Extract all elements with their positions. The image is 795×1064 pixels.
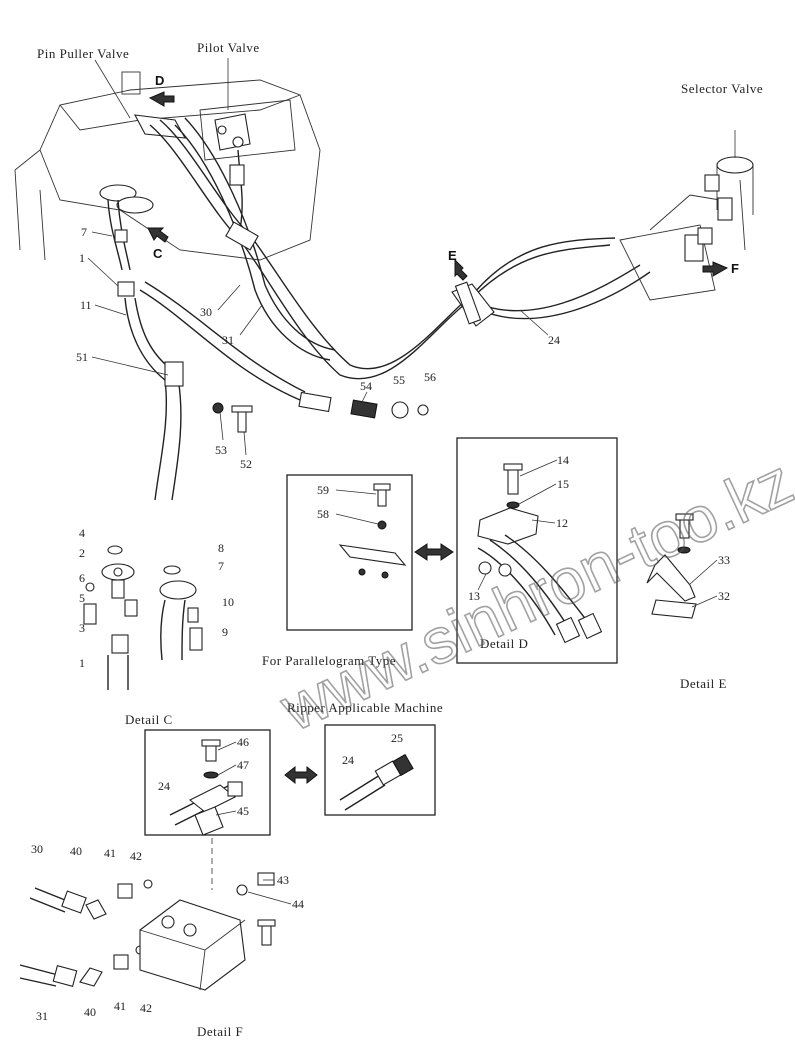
view-letter-c: C xyxy=(153,246,163,261)
part-number: 58 xyxy=(317,507,329,521)
part-number: 41 xyxy=(114,999,126,1013)
selector-valve-label: Selector Valve xyxy=(681,81,763,96)
detail-f-label: Detail F xyxy=(197,1024,243,1039)
watermark: www.sinhron-too.kz xyxy=(269,445,795,745)
double-arrow-d xyxy=(414,543,454,561)
detail-e-parts xyxy=(646,513,697,619)
text-labels: Pin Puller Valve Pilot Valve Selector Va… xyxy=(31,40,763,1039)
part-number: 30 xyxy=(200,305,212,319)
ripper-box xyxy=(324,724,436,816)
part-number: 43 xyxy=(277,873,289,887)
leader-lines xyxy=(87,58,718,905)
view-arrows xyxy=(147,91,729,281)
part-number: 53 xyxy=(215,443,227,457)
part-number: 33 xyxy=(718,553,730,567)
part-number: 24 xyxy=(548,333,560,347)
part-number: 30 xyxy=(31,842,43,856)
part-number: 5 xyxy=(79,591,85,605)
detail-d-box xyxy=(456,437,618,664)
part-number: 1 xyxy=(79,251,85,265)
part-number: 59 xyxy=(317,483,329,497)
part-number: 24 xyxy=(158,779,170,793)
detail-c-label: Detail C xyxy=(125,712,173,727)
part-number: 40 xyxy=(84,1005,96,1019)
part-number: 51 xyxy=(76,350,88,364)
part-number: 42 xyxy=(140,1001,152,1015)
part-number: 10 xyxy=(222,595,234,609)
parallelogram-type-box xyxy=(286,474,413,631)
part-number: 42 xyxy=(130,849,142,863)
main-assembly xyxy=(14,71,754,501)
view-letter-f: F xyxy=(731,261,739,276)
part-number: 13 xyxy=(468,589,480,603)
detail-c-box xyxy=(144,729,271,836)
view-letter-e: E xyxy=(448,248,457,263)
part-number: 31 xyxy=(36,1009,48,1023)
part-number: 24 xyxy=(342,753,354,767)
part-number: 52 xyxy=(240,457,252,471)
part-number: 15 xyxy=(557,477,569,491)
part-number: 56 xyxy=(424,370,436,384)
part-number: 7 xyxy=(218,559,224,573)
part-number: 4 xyxy=(79,526,85,540)
pin-puller-valve-label: Pin Puller Valve xyxy=(37,46,129,61)
part-number: 46 xyxy=(237,735,249,749)
hose-end-detail xyxy=(83,545,203,690)
part-number: 14 xyxy=(557,453,569,467)
part-number: 40 xyxy=(70,844,82,858)
part-number: 8 xyxy=(218,541,224,555)
part-number: 2 xyxy=(79,546,85,560)
part-number: 7 xyxy=(81,225,87,239)
part-number: 54 xyxy=(360,379,372,393)
detail-f-parts xyxy=(19,872,276,991)
part-number: 11 xyxy=(80,298,92,312)
view-letter-d: D xyxy=(155,73,164,88)
part-number: 31 xyxy=(222,333,234,347)
part-number: 41 xyxy=(104,846,116,860)
detail-d-label: Detail D xyxy=(480,636,528,651)
pilot-valve-label: Pilot Valve xyxy=(197,40,260,55)
parallelogram-label: For Parallelogram Type xyxy=(262,653,396,668)
part-number: 3 xyxy=(79,621,85,635)
part-number: 47 xyxy=(237,758,249,772)
part-number: 45 xyxy=(237,804,249,818)
double-arrow-c xyxy=(284,765,318,785)
part-number: 32 xyxy=(718,589,730,603)
part-number: 44 xyxy=(292,897,304,911)
detail-e-label: Detail E xyxy=(680,676,727,691)
ripper-label: Ripper Applicable Machine xyxy=(287,700,443,715)
part-number: 12 xyxy=(556,516,568,530)
part-number: 9 xyxy=(222,625,228,639)
part-number: 55 xyxy=(393,373,405,387)
part-number: 1 xyxy=(79,656,85,670)
part-number: 25 xyxy=(391,731,403,745)
part-number: 6 xyxy=(79,571,85,585)
